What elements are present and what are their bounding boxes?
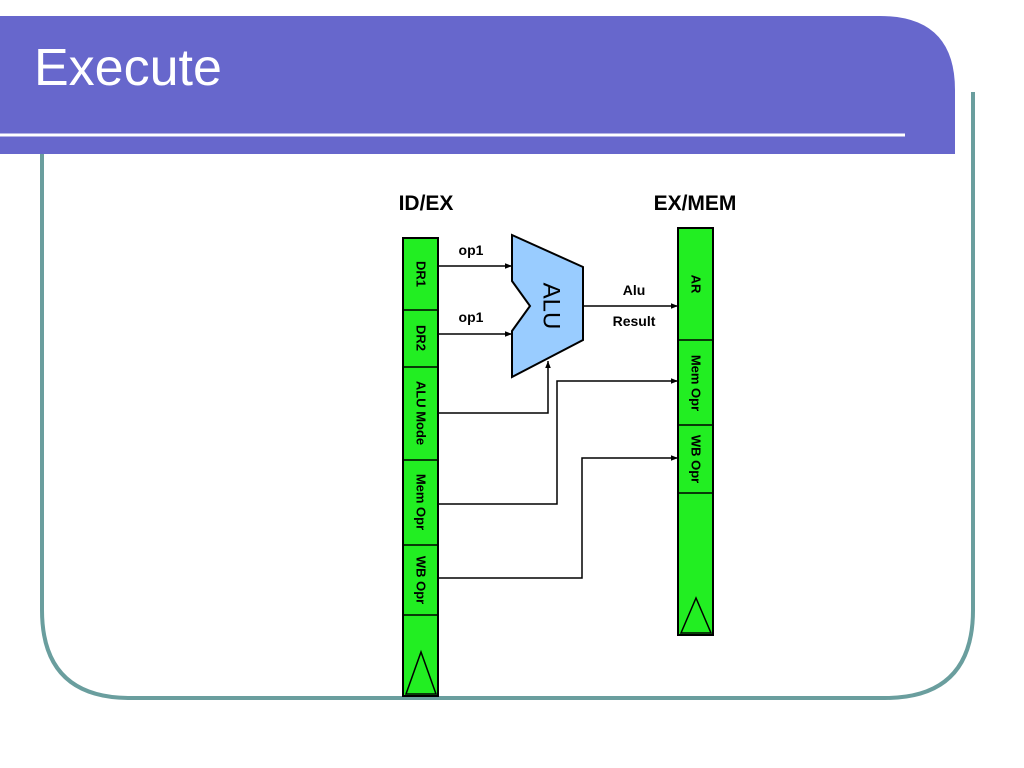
ex-mem-label: EX/MEM	[654, 192, 737, 215]
slide-title: Execute	[34, 39, 222, 97]
id-ex-field-dr2: DR2	[414, 325, 429, 351]
content-frame	[40, 92, 975, 700]
alu-block	[511, 233, 584, 379]
wire-label-alu: Alu	[623, 282, 646, 298]
ex-mem-field-mem-opr: Mem Opr	[689, 355, 704, 411]
wire-label-op1-bottom: op1	[459, 309, 484, 325]
id-ex-field-wb-opr: WB Opr	[414, 556, 429, 604]
ex-mem-register	[677, 227, 714, 636]
id-ex-label: ID/EX	[399, 192, 454, 215]
ex-mem-clock-icon	[679, 596, 713, 634]
title-banner	[0, 16, 955, 154]
id-ex-field-dr1: DR1	[414, 261, 429, 287]
id-ex-clock-icon	[404, 649, 438, 695]
ex-mem-field-wb-opr: WB Opr	[689, 435, 704, 483]
wire-label-op1-top: op1	[459, 242, 484, 258]
id-ex-field-mem-opr: Mem Opr	[414, 474, 429, 530]
wire-alu-mode	[438, 361, 551, 414]
id-ex-field-alu-mode: ALU Mode	[414, 381, 429, 445]
alu-label: ALU	[538, 283, 565, 330]
id-ex-register	[402, 237, 439, 697]
wire-label-result: Result	[613, 313, 656, 329]
wire-wb-opr	[438, 455, 678, 579]
wire-mem-opr	[438, 378, 678, 505]
ex-mem-field-ar: AR	[689, 275, 704, 294]
